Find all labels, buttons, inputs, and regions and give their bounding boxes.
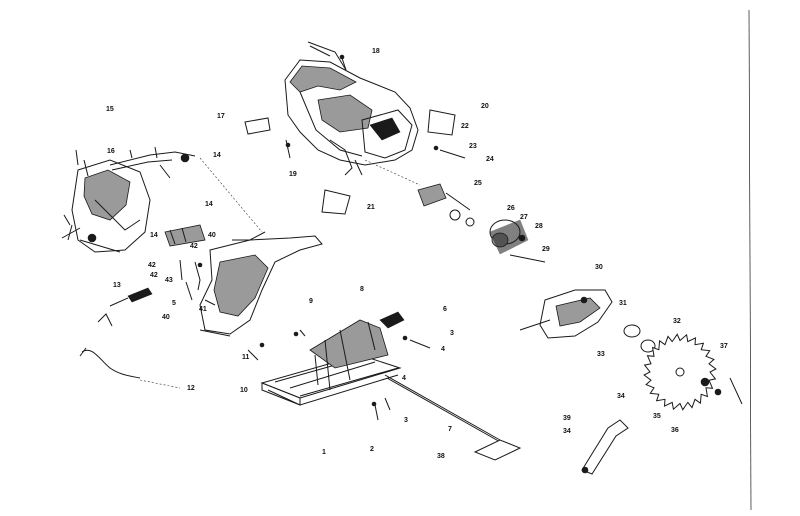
page-edge-line — [748, 9, 752, 511]
callout-5: 5 — [172, 300, 176, 307]
power-cord — [79, 347, 141, 379]
callout-28: 28 — [535, 223, 543, 230]
callout-17: 14 — [213, 152, 221, 159]
callout-16: 16 — [107, 148, 115, 155]
retract-lever — [109, 146, 196, 179]
callout-39: 39 — [563, 415, 571, 422]
washers — [623, 324, 656, 353]
callout-34b: 34 — [563, 428, 571, 435]
wrench — [581, 419, 629, 475]
blade-nut — [700, 377, 743, 405]
leader-25 — [364, 159, 421, 186]
screw-19-top — [339, 54, 347, 71]
callout-13: 13 — [113, 282, 121, 289]
callout-35: 35 — [653, 413, 661, 420]
callout-19: 18 — [372, 48, 380, 55]
callout-20: 20 — [481, 103, 489, 110]
callout-31: 31 — [619, 300, 627, 307]
callout-41: 41 — [199, 306, 207, 313]
callout-37: 37 — [720, 343, 728, 350]
small-bracket-14 — [164, 224, 206, 247]
callout-42a: 42 — [190, 243, 198, 250]
callout-40b: 40 — [162, 314, 170, 321]
callout-40a: 40 — [208, 232, 216, 239]
base-hardware — [247, 311, 431, 361]
base-plate — [260, 319, 402, 406]
callout-26: 26 — [507, 205, 515, 212]
callout-14: 14 — [205, 201, 213, 208]
upper-blade-guard — [61, 149, 151, 253]
handle-bracket — [199, 231, 323, 337]
callout-12: 12 — [187, 385, 195, 392]
callout-2: 2 — [370, 446, 374, 453]
callout-14b: 14 — [150, 232, 158, 239]
armature-shaft — [417, 183, 475, 227]
callout-4b: 4 — [402, 375, 406, 382]
callout-3a: 3 — [450, 330, 454, 337]
callout-24: 24 — [486, 156, 494, 163]
callout-38: 38 — [437, 453, 445, 460]
saw-blade — [643, 333, 717, 411]
callout-33: 33 — [597, 351, 605, 358]
rip-fence — [384, 374, 522, 461]
callout-22: 22 — [461, 123, 469, 130]
callout-4a: 4 — [441, 346, 445, 353]
callout-25: 25 — [474, 180, 482, 187]
callout-23: 23 — [469, 143, 477, 150]
callout-19b: 19 — [289, 171, 297, 178]
lower-blade-guard — [519, 289, 613, 339]
callout-36: 36 — [671, 427, 679, 434]
callout-9: 9 — [309, 298, 313, 305]
callout-42c: 42 — [150, 272, 158, 279]
callout-7: 7 — [448, 426, 452, 433]
callout-27: 27 — [520, 214, 528, 221]
callout-10: 10 — [240, 387, 248, 394]
callout-30: 30 — [595, 264, 603, 271]
levers-40-43 — [179, 259, 203, 301]
callout-34a: 34 — [617, 393, 625, 400]
gear-assembly — [489, 219, 546, 263]
callout-43: 43 — [165, 277, 173, 284]
callout-8: 8 — [360, 286, 364, 293]
callout-42b: 42 — [148, 262, 156, 269]
callout-15: 15 — [106, 106, 114, 113]
motor-housing — [284, 41, 419, 176]
callout-1: 1 — [322, 449, 326, 456]
callout-11: 11 — [242, 354, 250, 361]
callout-6: 6 — [443, 306, 447, 313]
knob-13 — [97, 287, 153, 327]
screws-base — [371, 397, 391, 421]
callout-29: 29 — [542, 246, 550, 253]
callout-18: 17 — [217, 113, 225, 120]
leader-12 — [139, 379, 181, 389]
motor-misc — [244, 109, 466, 215]
callout-3b: 3 — [404, 417, 408, 424]
leader-17 — [199, 157, 263, 233]
callout-32: 32 — [673, 318, 681, 325]
callout-21: 21 — [367, 204, 375, 211]
